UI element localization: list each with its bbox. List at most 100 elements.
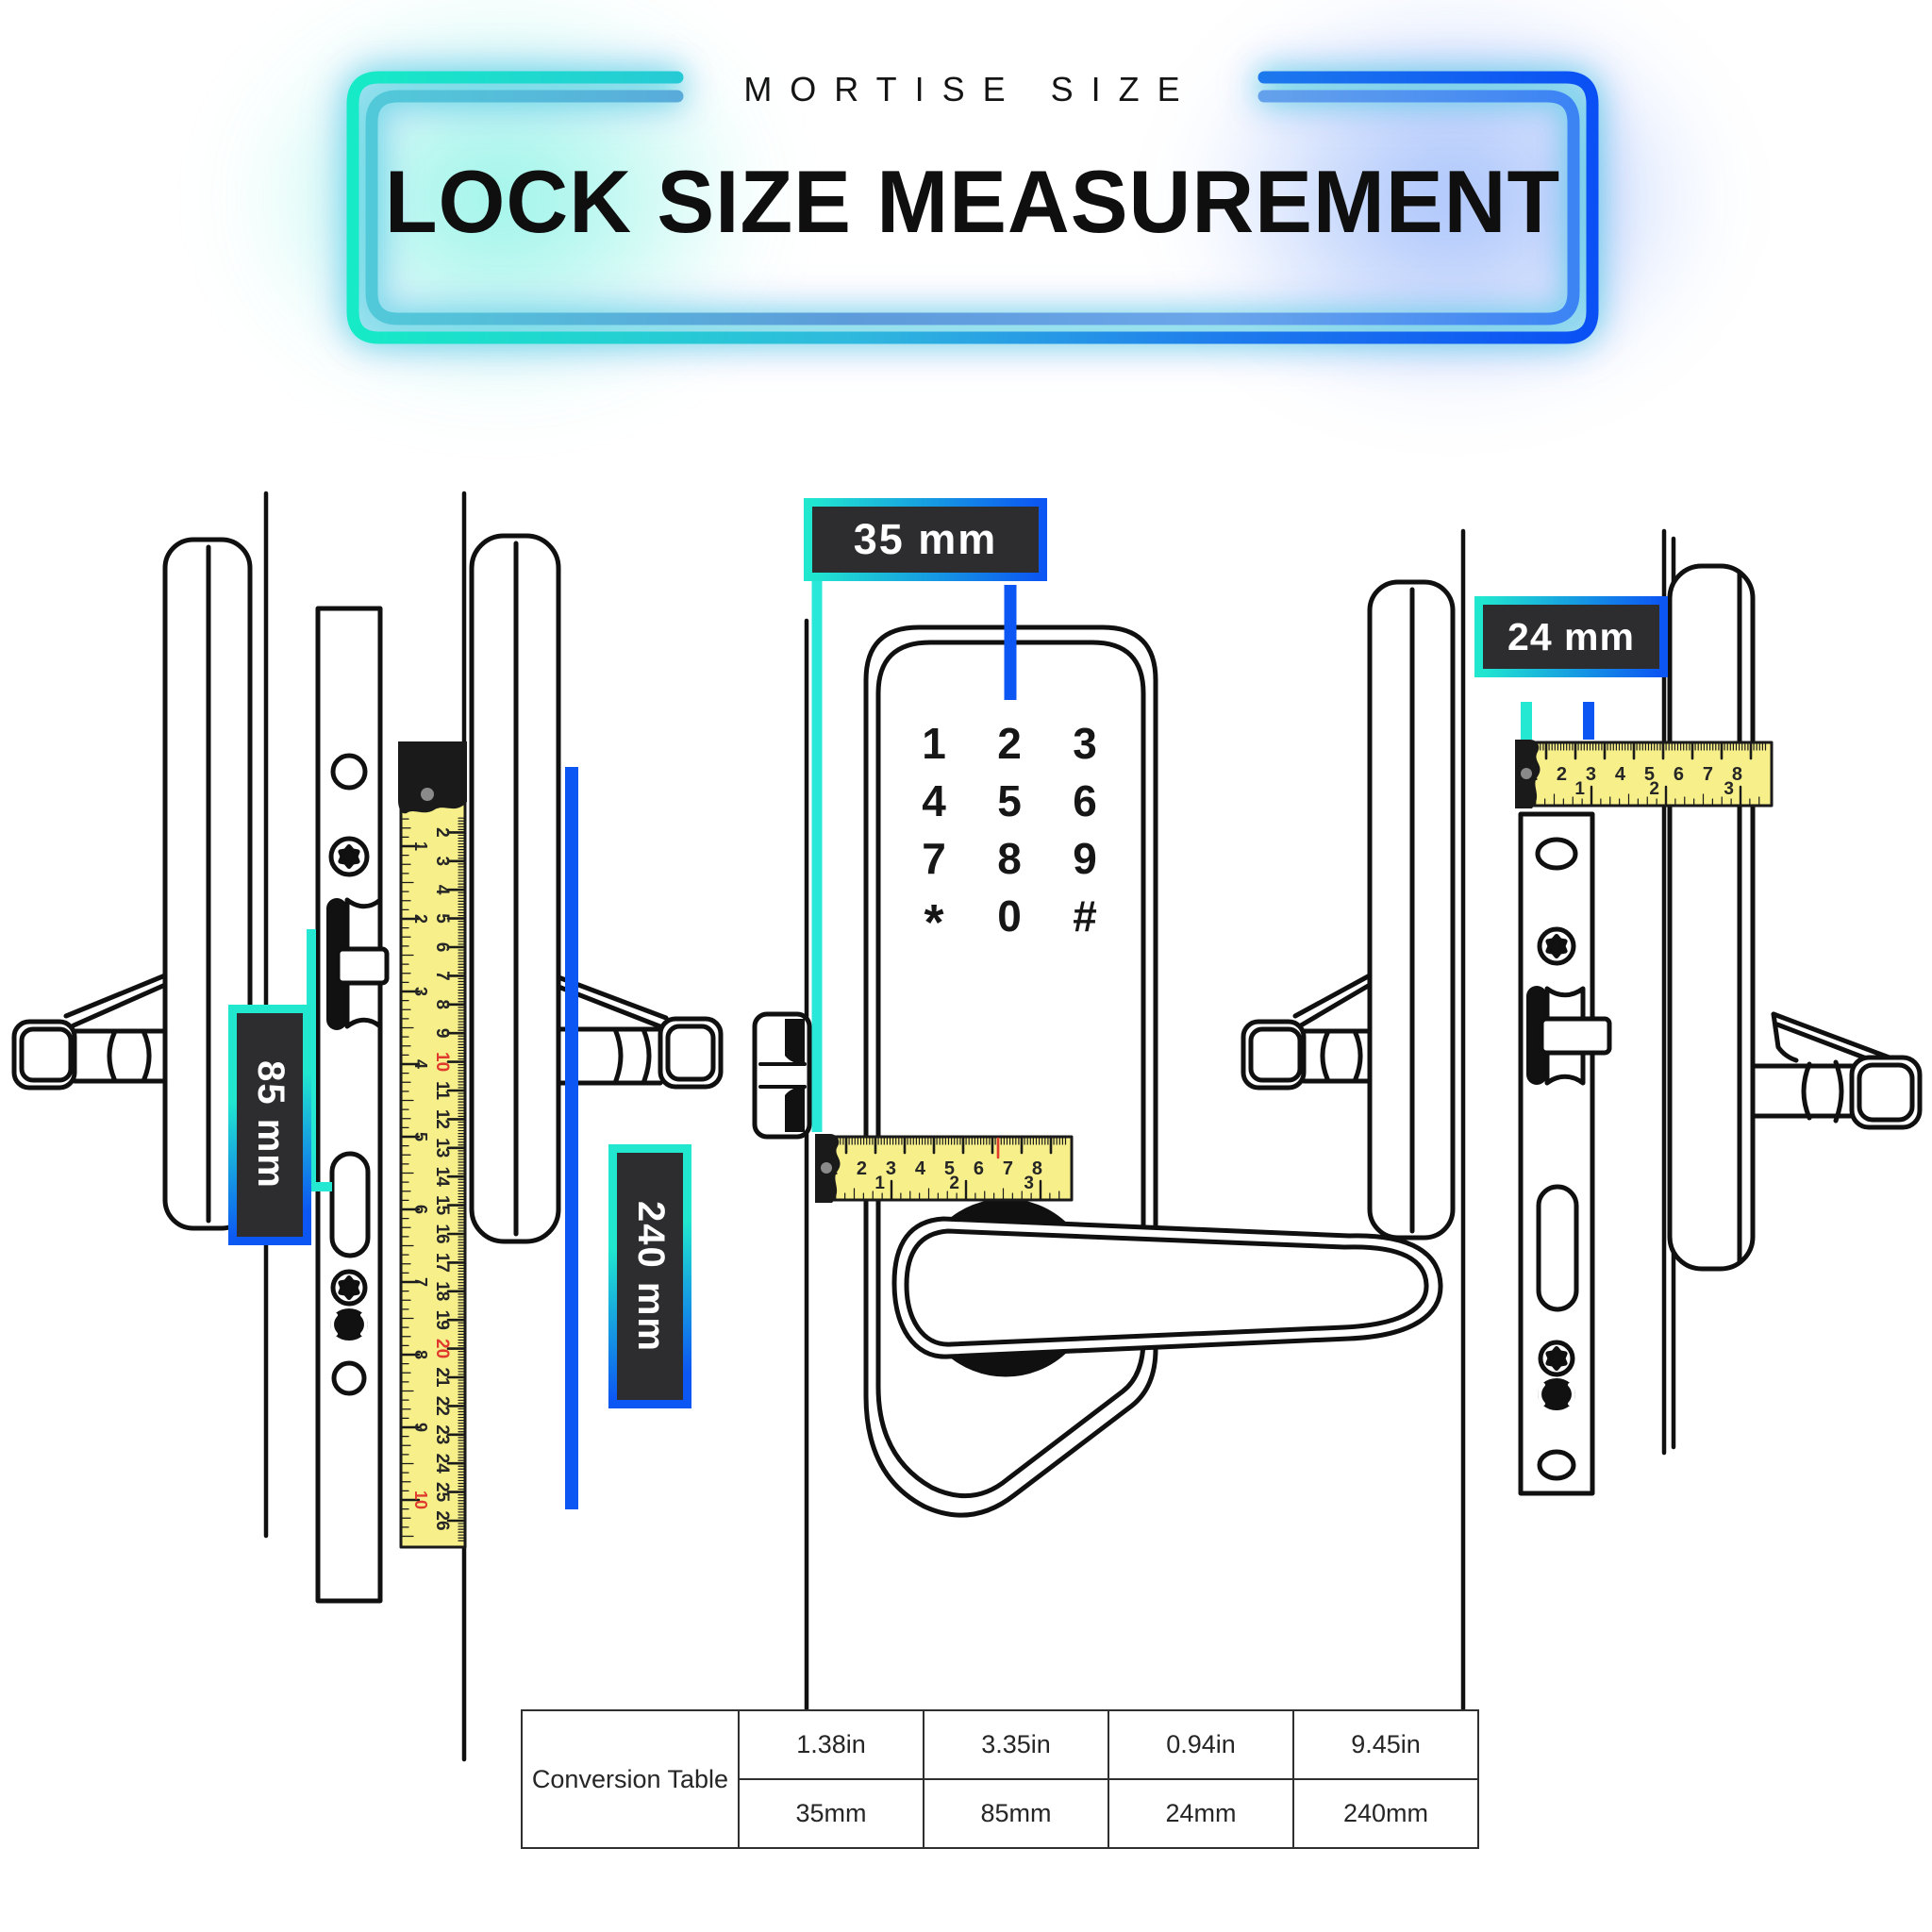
svg-text:5: 5 bbox=[944, 1158, 955, 1179]
svg-text:6: 6 bbox=[974, 1158, 984, 1179]
ruler-horizontal-middle: 12345678123 bbox=[815, 1134, 1074, 1203]
keypad-key: 1 bbox=[922, 718, 946, 768]
svg-text:4: 4 bbox=[1615, 764, 1626, 785]
keypad-key: 9 bbox=[1073, 833, 1097, 883]
table-cell-mm: 240mm bbox=[1292, 1778, 1479, 1849]
svg-text:2: 2 bbox=[432, 827, 452, 838]
torx-screw-icon bbox=[328, 836, 370, 877]
svg-text:18: 18 bbox=[432, 1281, 452, 1301]
keypad-key: 2 bbox=[997, 718, 1022, 768]
cylinder-pill bbox=[1526, 986, 1547, 1085]
svg-text:19: 19 bbox=[432, 1310, 452, 1330]
lever-handle-right bbox=[556, 974, 724, 1090]
svg-text:7: 7 bbox=[432, 971, 452, 981]
table-cell-inches: 3.35in bbox=[923, 1709, 1109, 1780]
lever-handle-front bbox=[891, 1216, 1443, 1359]
label-case-width-85mm: 85 mm bbox=[228, 1005, 311, 1245]
conversion-table: Conversion Table 1.38in 3.35in 0.94in 9.… bbox=[521, 1709, 1479, 1849]
screw-hole bbox=[1537, 1449, 1576, 1481]
svg-text:3: 3 bbox=[1724, 779, 1734, 799]
svg-text:2: 2 bbox=[1649, 779, 1659, 799]
svg-text:8: 8 bbox=[1732, 764, 1742, 785]
label-case-height-240mm: 240 mm bbox=[608, 1144, 691, 1408]
bracket-240mm bbox=[283, 767, 578, 1509]
svg-text:12: 12 bbox=[432, 1109, 452, 1129]
label-faceplate-24mm: 24 mm bbox=[1474, 596, 1668, 677]
svg-text:4: 4 bbox=[915, 1158, 926, 1179]
label-backset-35mm: 35 mm bbox=[804, 498, 1047, 581]
deadbolt-slot bbox=[1536, 1184, 1579, 1312]
cam-disc bbox=[1538, 1378, 1575, 1410]
bracket-85mm bbox=[307, 929, 343, 1191]
svg-text:8: 8 bbox=[411, 1350, 430, 1359]
svg-text:3: 3 bbox=[886, 1158, 896, 1179]
screw-hole bbox=[331, 1360, 367, 1396]
ruler-vertical: 1234567891011121314151617181920212223242… bbox=[398, 741, 467, 1549]
svg-text:4: 4 bbox=[411, 1059, 430, 1069]
label-text: 85 mm bbox=[249, 1060, 291, 1190]
svg-text:9: 9 bbox=[411, 1423, 430, 1432]
lever-handle-left bbox=[1241, 973, 1373, 1091]
table-header-cell: Conversion Table bbox=[521, 1709, 740, 1849]
latch-bolt bbox=[752, 1011, 812, 1140]
svg-text:5: 5 bbox=[432, 913, 452, 924]
screw-hole bbox=[1535, 837, 1578, 871]
svg-text:8: 8 bbox=[1032, 1158, 1042, 1179]
svg-text:2: 2 bbox=[411, 914, 430, 924]
table-row: 35mm 85mm 24mm 240mm bbox=[522, 1778, 1479, 1849]
keypad-key: 4 bbox=[922, 775, 946, 825]
svg-text:5: 5 bbox=[1644, 764, 1655, 785]
lever-handle-right bbox=[1750, 1011, 1923, 1130]
svg-text:3: 3 bbox=[411, 987, 430, 996]
svg-text:21: 21 bbox=[432, 1367, 452, 1388]
svg-text:10: 10 bbox=[432, 1052, 452, 1072]
table-cell-inches: 0.94in bbox=[1108, 1709, 1294, 1780]
svg-text:15: 15 bbox=[432, 1195, 452, 1216]
latch-bar bbox=[335, 946, 390, 986]
svg-text:7: 7 bbox=[1703, 764, 1713, 785]
cam-disc bbox=[330, 1308, 368, 1341]
keypad-key: 5 bbox=[997, 775, 1022, 825]
svg-text:23: 23 bbox=[432, 1424, 452, 1444]
latch-bar bbox=[1539, 1016, 1612, 1056]
svg-text:2: 2 bbox=[1557, 764, 1567, 785]
ruler-horizontal-right: 12345678123 bbox=[1515, 740, 1774, 808]
deadbolt-slot bbox=[329, 1151, 371, 1258]
svg-text:7: 7 bbox=[1003, 1158, 1013, 1179]
svg-text:13: 13 bbox=[432, 1138, 452, 1158]
svg-text:4: 4 bbox=[432, 885, 452, 895]
keypad-key: * bbox=[924, 893, 944, 951]
right-lock-side-view: 12345678123 bbox=[1241, 528, 1923, 1762]
table-cell-mm: 35mm bbox=[738, 1778, 924, 1849]
svg-text:1: 1 bbox=[1574, 779, 1585, 799]
svg-text:7: 7 bbox=[411, 1277, 430, 1287]
lock-body-inner bbox=[875, 640, 1146, 1499]
page-title: LOCK SIZE MEASUREMENT bbox=[384, 152, 1561, 251]
bracket-24mm bbox=[1521, 696, 1594, 740]
svg-text:26: 26 bbox=[432, 1510, 452, 1530]
svg-text:6: 6 bbox=[432, 942, 452, 953]
keypad-key: 6 bbox=[1073, 775, 1097, 825]
svg-text:6: 6 bbox=[411, 1205, 430, 1214]
frame-outer-stroke bbox=[346, 71, 1599, 344]
table-cell-inches: 9.45in bbox=[1292, 1709, 1479, 1780]
svg-text:1: 1 bbox=[411, 841, 430, 851]
svg-text:6: 6 bbox=[1674, 764, 1684, 785]
keypad-key: 3 bbox=[1073, 718, 1097, 768]
eyebrow-title: MORTISE SIZE bbox=[743, 70, 1198, 108]
table-row: Conversion Table 1.38in 3.35in 0.94in 9.… bbox=[521, 1709, 1479, 1849]
svg-text:22: 22 bbox=[432, 1396, 452, 1416]
label-text: 240 mm bbox=[629, 1200, 672, 1353]
torx-screw-icon bbox=[330, 1269, 368, 1307]
left-lock-side-view: 1234567891011121314151617181920212223242… bbox=[11, 491, 724, 1762]
keypad-key: 7 bbox=[922, 833, 946, 883]
svg-text:14: 14 bbox=[432, 1167, 452, 1188]
lever-handle-left bbox=[11, 973, 168, 1091]
frame-inner-stroke bbox=[365, 90, 1580, 325]
keypad-key: 8 bbox=[997, 833, 1022, 883]
svg-text:3: 3 bbox=[1586, 764, 1596, 785]
torx-screw-icon bbox=[1537, 926, 1576, 966]
